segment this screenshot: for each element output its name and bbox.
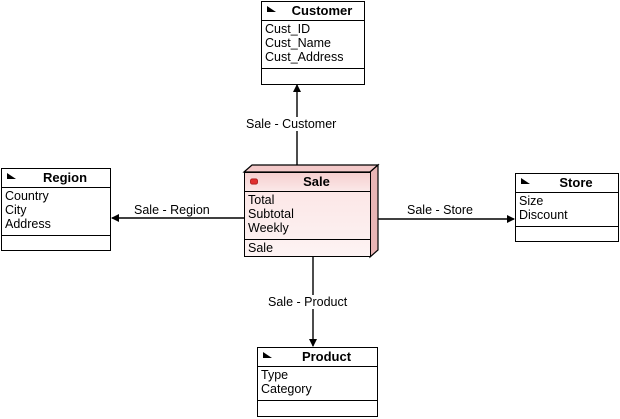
entity-sale-operations: Sale xyxy=(245,240,370,255)
entity-product-header: Product xyxy=(258,348,377,367)
entity-sale[interactable]: Sale Total Subtotal Weekly Sale xyxy=(244,172,371,257)
entity-store-operations xyxy=(516,227,618,228)
entity-customer-header: Customer xyxy=(262,2,364,21)
entity-product-attributes: Type Category xyxy=(258,367,377,401)
class-flag-icon xyxy=(7,173,16,179)
class-flag-icon xyxy=(521,178,530,184)
sale-customer-label: Sale - Customer xyxy=(246,117,337,131)
entity-product-operations xyxy=(258,401,377,402)
entity-store-attributes: Size Discount xyxy=(516,193,618,227)
entity-product[interactable]: Product Type Category xyxy=(257,347,378,417)
entity-customer[interactable]: Customer Cust_ID Cust_Name Cust_Address xyxy=(261,1,365,85)
class-flag-icon xyxy=(263,352,272,358)
attribute: Weekly xyxy=(248,221,289,235)
sale-region-label: Sale - Region xyxy=(134,203,210,217)
entity-region[interactable]: Region Country City Address xyxy=(1,168,111,251)
attribute: Type xyxy=(261,368,289,382)
attribute: Country xyxy=(5,189,49,203)
attribute: Category xyxy=(261,382,312,396)
entity-store-header: Store xyxy=(516,174,618,193)
entity-sale-name: Sale xyxy=(303,174,330,189)
entity-region-attributes: Country City Address xyxy=(2,188,110,236)
attribute: City xyxy=(5,203,27,217)
attribute: Subtotal xyxy=(248,207,294,221)
attribute: Total xyxy=(248,193,275,207)
entity-customer-name: Customer xyxy=(291,3,353,18)
entity-sale-attributes: Total Subtotal Weekly xyxy=(245,192,370,240)
entity-sale-header: Sale xyxy=(245,173,370,192)
attribute: Cust_Address xyxy=(265,50,344,64)
operation: Sale xyxy=(248,241,274,255)
entity-store-name: Store xyxy=(559,175,593,190)
entity-region-header: Region xyxy=(2,169,110,188)
class-flag-icon xyxy=(267,6,276,12)
selected-marker-icon xyxy=(250,178,258,185)
sale-product-label: Sale - Product xyxy=(268,295,348,309)
entity-product-name: Product xyxy=(301,349,352,364)
attribute: Address xyxy=(5,217,51,231)
entity-region-name: Region xyxy=(42,170,88,185)
entity-customer-attributes: Cust_ID Cust_Name Cust_Address xyxy=(262,21,364,69)
attribute: Cust_ID xyxy=(265,22,311,36)
attribute: Discount xyxy=(519,208,568,222)
sale-store-label: Sale - Store xyxy=(407,203,474,217)
attribute: Size xyxy=(519,194,544,208)
entity-store[interactable]: Store Size Discount xyxy=(515,173,619,242)
attribute: Cust_Name xyxy=(265,36,331,50)
